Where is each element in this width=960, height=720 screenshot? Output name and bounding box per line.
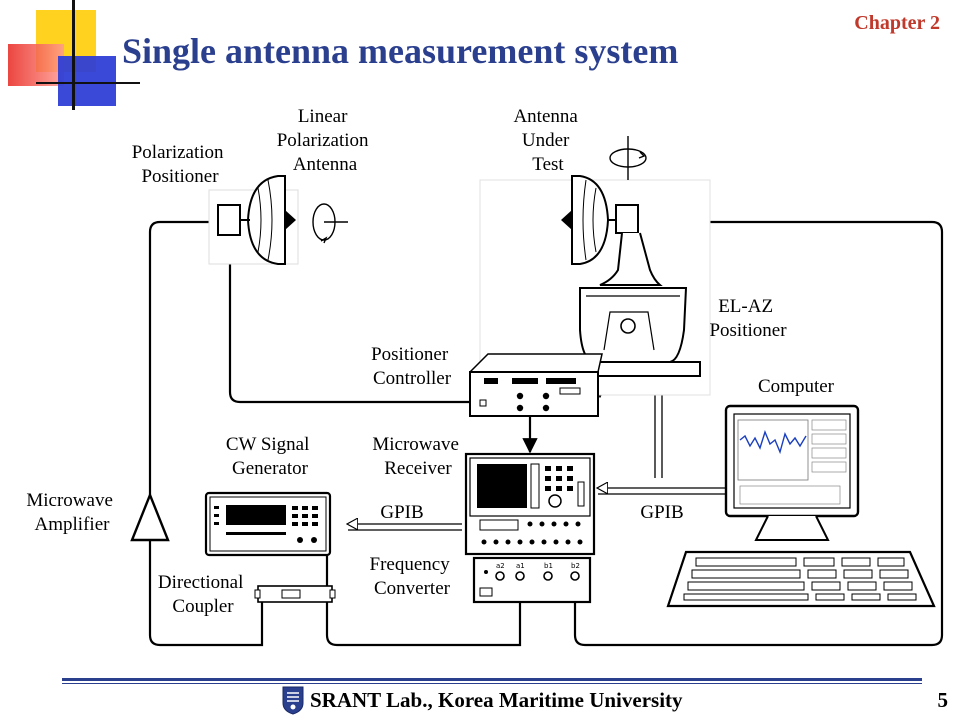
microwave-amplifier-symbol bbox=[130, 491, 170, 542]
label-directional-coupler: Directional Coupler bbox=[158, 572, 248, 617]
positioner-controller-device bbox=[469, 353, 603, 417]
directional-coupler-device bbox=[254, 585, 336, 603]
microwave-receiver-device bbox=[464, 452, 596, 556]
label-gpib-left: GPIB bbox=[380, 502, 423, 523]
port-label-a2: a2 bbox=[496, 562, 505, 570]
cw-signal-generator-device bbox=[204, 491, 332, 557]
deco-horizontal-line bbox=[36, 82, 140, 84]
footer-rule bbox=[62, 678, 922, 681]
deco-blue-square bbox=[58, 56, 116, 106]
frequency-converter-device: a2 a1 b1 b2 bbox=[472, 556, 592, 604]
label-microwave-amplifier: Microwave Amplifier bbox=[26, 490, 117, 535]
university-logo-icon bbox=[282, 686, 304, 715]
deco-red-square bbox=[8, 44, 64, 86]
footer-lab-name: SRANT Lab., Korea Maritime University bbox=[310, 688, 683, 712]
label-frequency-converter: Frequency Converter bbox=[370, 554, 455, 599]
deco-vertical-line bbox=[72, 0, 75, 110]
computer-device bbox=[666, 404, 936, 608]
corner-decoration bbox=[0, 0, 140, 110]
measurement-system-diagram: a2 a1 b1 b2 bbox=[26, 106, 944, 647]
rotation-icon-aut bbox=[609, 136, 647, 180]
label-el-az-positioner: EL-AZ Positioner bbox=[709, 296, 787, 341]
slide-title: Single antenna measurement system bbox=[122, 31, 679, 71]
label-computer: Computer bbox=[758, 376, 835, 397]
port-label-a1: a1 bbox=[516, 562, 525, 570]
line-amplifier-to-bottom bbox=[148, 540, 264, 647]
label-positioner-controller: Positioner Controller bbox=[371, 344, 453, 389]
label-microwave-receiver: Microwave Receiver bbox=[372, 434, 463, 479]
label-cw-signal-generator: CW Signal Generator bbox=[226, 434, 314, 479]
label-gpib-right: GPIB bbox=[640, 502, 683, 523]
chapter-label: Chapter 2 bbox=[854, 12, 940, 34]
connection-lines bbox=[148, 220, 944, 647]
footer-rule-thin bbox=[62, 683, 922, 684]
probe-antenna bbox=[208, 175, 299, 265]
line-controller-to-pol-positioner bbox=[222, 244, 474, 404]
page-number: 5 bbox=[937, 688, 949, 712]
diagram-labels: Polarization Positioner Linear Polarizat… bbox=[26, 106, 834, 617]
label-polarization-positioner: Polarization Positioner bbox=[132, 142, 229, 187]
label-antenna-under-test: Antenna Under Test bbox=[513, 106, 582, 175]
rotation-icon-probe bbox=[312, 203, 348, 244]
line-amplifier-to-probe bbox=[148, 220, 214, 495]
line-aut-to-converter bbox=[573, 220, 944, 647]
label-linear-polarization-antenna: Linear Polarization Antenna bbox=[277, 106, 374, 175]
port-label-b1: b1 bbox=[544, 562, 553, 570]
line-coupler-to-a1 bbox=[325, 592, 522, 647]
port-label-b2: b2 bbox=[571, 562, 580, 570]
